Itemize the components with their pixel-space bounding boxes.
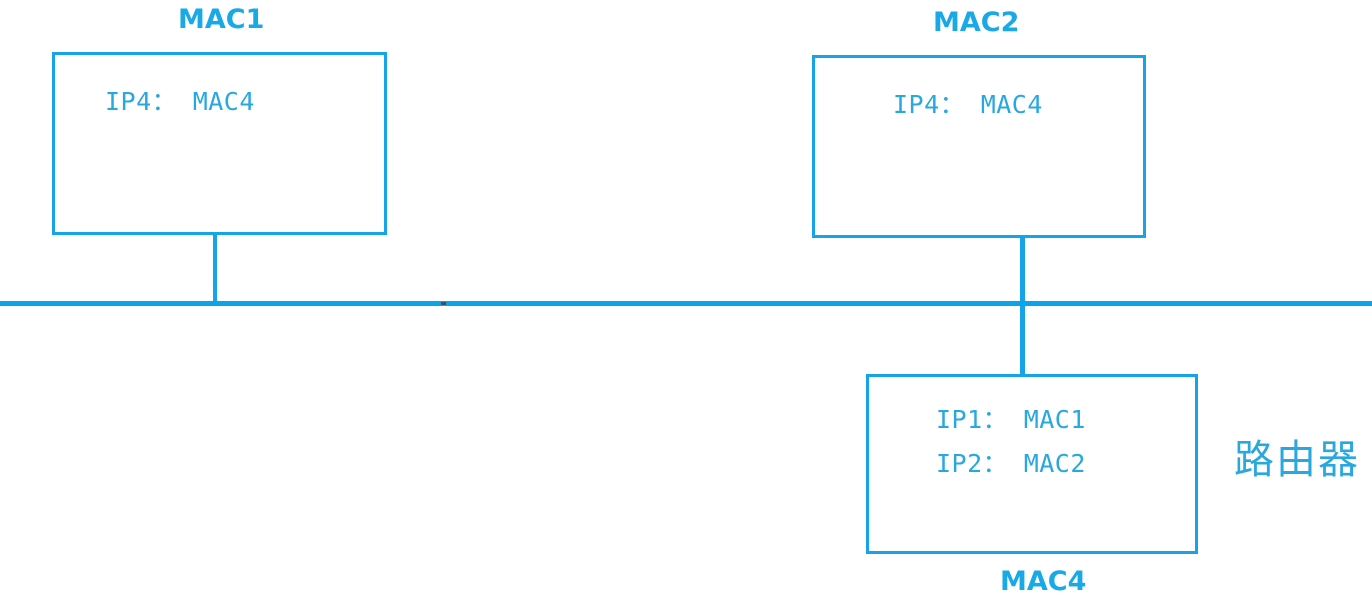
router-bus-connector xyxy=(1020,306,1025,375)
host-1-arp-entry-0: IP4： MAC4 xyxy=(105,87,255,116)
router-side-label: 路由器 xyxy=(1234,437,1360,483)
ethernet-bus-line xyxy=(0,301,1372,306)
host-1-caption: MAC1 xyxy=(178,4,265,35)
bus-marker-dot xyxy=(441,302,446,305)
host-2-box[interactable]: IP4： MAC4 xyxy=(812,55,1146,238)
host-2-arp-entry-0: IP4： MAC4 xyxy=(893,90,1043,119)
router-box[interactable]: IP1： MAC1 IP2： MAC2 xyxy=(866,374,1198,554)
host-2-caption: MAC2 xyxy=(933,7,1020,38)
router-caption: MAC4 xyxy=(1000,566,1087,597)
host-1-bus-connector xyxy=(213,235,217,304)
host-2-bus-connector xyxy=(1020,238,1025,304)
router-arp-entry-1: IP2： MAC2 xyxy=(936,449,1086,478)
host-1-box[interactable]: IP4： MAC4 xyxy=(52,52,387,235)
router-arp-entry-0: IP1： MAC1 xyxy=(936,405,1086,434)
